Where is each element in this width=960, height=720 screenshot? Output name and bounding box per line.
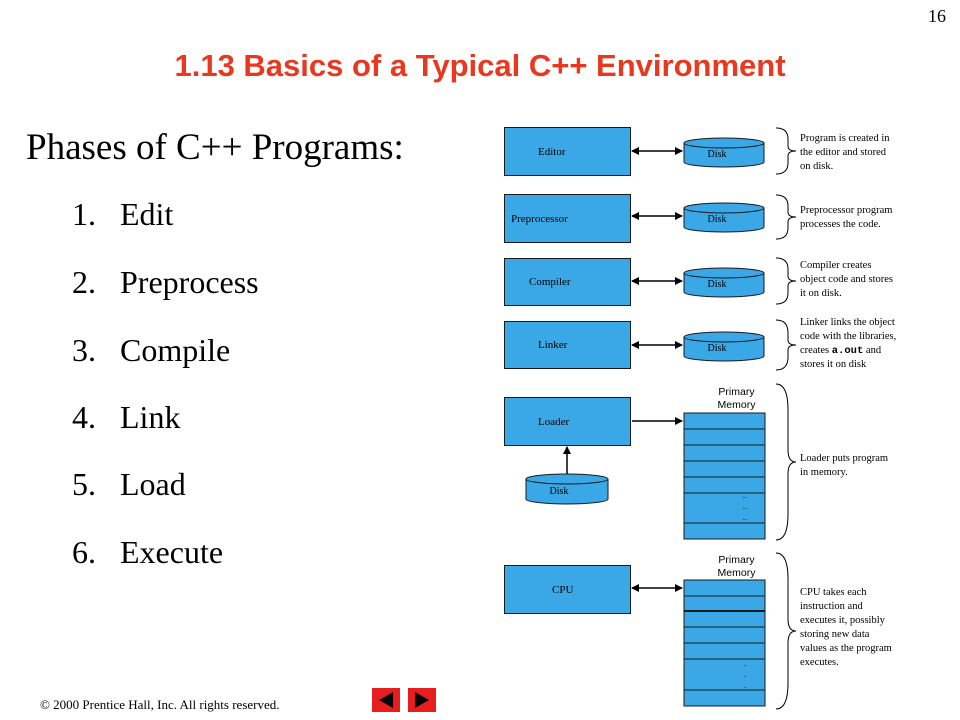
disk-icon [683,267,765,298]
svg-text:..: .. [743,513,747,522]
previous-slide-button[interactable] [372,688,400,712]
svg-text:.: . [744,670,746,679]
disk-label: Disk [707,343,727,354]
linker-box: Linker [504,321,631,369]
svg-text:.: . [744,681,746,690]
edit-note: Program is created in the editor and sto… [800,133,890,172]
preprocessor-box: Preprocessor [504,194,631,243]
brace-icon [775,257,797,305]
compiler-box: Compiler [504,258,631,306]
execute-note: CPU takes each instruction and executes … [800,587,892,668]
slide-title: 1.13 Basics of a Typical C++ Environment [174,48,786,83]
svg-text:.: . [744,659,746,668]
disk-icon [683,137,765,168]
copyright-notice: © 2000 Prentice Hall, Inc. All rights re… [40,697,280,712]
editor-box: Editor [504,127,631,176]
disk-label: Disk [549,486,569,497]
next-slide-button[interactable] [408,688,436,712]
arrow-left-icon [379,692,393,708]
brace-icon [775,552,797,710]
copyright-icon: © [40,697,50,712]
disk-icon [683,202,765,233]
preprocess-note: Preprocessor program processes the code. [800,205,893,230]
a-out-filename: a.out [831,345,864,357]
arrow-right-icon [415,692,429,708]
phase-item-load: 5.Load [72,466,186,502]
phase-item-edit: 1.Edit [72,196,174,232]
phase-item-link: 4.Link [72,399,181,435]
cpu-box: CPU [504,565,631,614]
phase-item-execute: 6.Execute [72,534,224,570]
primary-memory-block-cpu: . . . [683,579,766,707]
compile-note: Compiler creates object code and stores … [800,260,894,299]
phase-item-preprocess: 2.Preprocess [72,264,259,300]
brace-icon [775,319,797,371]
disk-label: Disk [707,214,727,225]
loader-box: Loader [504,397,631,446]
link-note: Linker links the object code with the li… [800,317,897,370]
phase-item-compile: 3.Compile [72,332,231,368]
brace-icon [775,194,797,240]
load-note: Loader puts program in memory. [800,453,889,478]
disk-icon [683,331,765,362]
svg-text:..: .. [743,491,747,500]
brace-icon [775,127,797,175]
primary-memory-block-loader: .. .. .. [683,412,766,540]
svg-text:..: .. [743,502,747,511]
phases-heading: Phases of C++ Programs: [26,127,404,168]
slide-number: 16 [928,6,946,26]
disk-label: Disk [707,279,727,290]
disk-label: Disk [707,149,727,160]
brace-icon [775,383,797,541]
